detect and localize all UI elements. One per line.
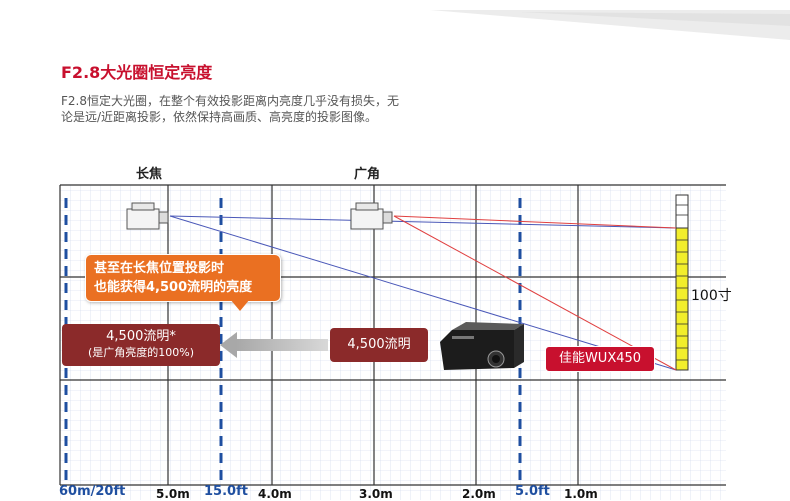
wide-label: 广角 bbox=[354, 167, 381, 182]
callout-line-1: 甚至在长焦位置投影时 bbox=[94, 261, 225, 276]
axis-label-5ft: 5.0ft bbox=[515, 484, 550, 499]
axis-label-5m: 5.0m bbox=[156, 487, 190, 501]
screen-strip bbox=[675, 194, 689, 371]
tele-projector-icon bbox=[126, 202, 169, 230]
tele-brightness-badge: 4,500流明* (是广角亮度的100%) bbox=[62, 324, 220, 366]
header-decoration bbox=[430, 10, 790, 40]
callout-line-2: 也能获得4,500流明的亮度 bbox=[94, 280, 253, 295]
axis-label-2m: 2.0m bbox=[462, 487, 496, 501]
beam-lines bbox=[169, 215, 677, 371]
axis-label-1m: 1.0m bbox=[564, 487, 598, 501]
screen-size-label: 100寸 bbox=[691, 288, 732, 304]
arrow-left-icon bbox=[220, 332, 237, 358]
feature-description: F2.8恒定大光圈，在整个有效投影距离内亮度几乎没有损失，无论是远/近距离投影，… bbox=[61, 94, 399, 124]
axis-label-15ft: 15.0ft bbox=[204, 484, 248, 499]
page-title: F2.8大光圈恒定亮度 bbox=[61, 63, 213, 82]
tele-callout: 甚至在长焦位置投影时 也能获得4,500流明的亮度 bbox=[85, 254, 281, 302]
arrow-body bbox=[236, 339, 328, 351]
projection-diagram: 长焦 广角 甚至在长焦位置投影时 也能获得4,500流明的亮度 4,500流明*… bbox=[0, 160, 790, 501]
callout-pointer bbox=[230, 299, 250, 311]
projector-photo bbox=[440, 322, 524, 370]
tele-brightness-note: (是广角亮度的100%) bbox=[87, 346, 195, 359]
axis-label-3m: 3.0m bbox=[359, 487, 393, 501]
axis-label-4m: 4.0m bbox=[258, 487, 292, 501]
model-label: 佳能WUX450 bbox=[545, 346, 655, 372]
tele-label: 长焦 bbox=[136, 167, 163, 182]
wide-brightness-badge: 4,500流明 bbox=[330, 328, 428, 362]
tele-brightness-value: 4,500流明* bbox=[106, 329, 176, 344]
wide-projector-icon bbox=[350, 202, 393, 230]
axis-label-60m: 60m/20ft bbox=[59, 484, 126, 499]
